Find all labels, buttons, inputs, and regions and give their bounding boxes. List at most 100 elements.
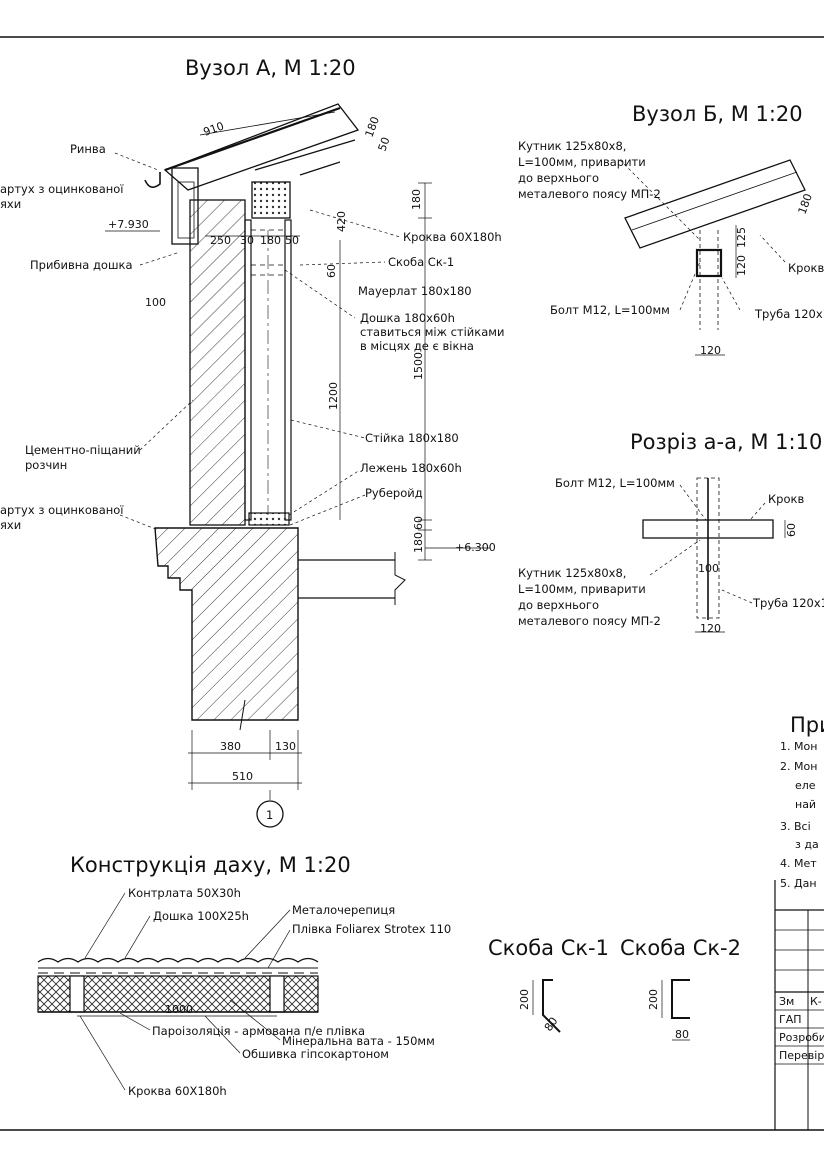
section-aa-drawing [642, 477, 786, 633]
dim-60-b: 60 [412, 516, 425, 530]
section-truba: Труба 120х12 [752, 596, 824, 610]
section-kutnyk-3: до верхнього [518, 598, 599, 612]
nodeb-truba: Труба 120х12 [754, 307, 824, 321]
mauerlat [251, 181, 291, 219]
node-a-drawing [105, 103, 490, 828]
section-dim-60: 60 [785, 523, 798, 537]
dim-420: 420 [335, 211, 348, 232]
dim-1200: 1200 [327, 382, 340, 410]
sk1-dim-h: 200 [518, 989, 531, 1010]
title-notes: Прим [790, 713, 824, 737]
title-sk2: Скоба Ск-2 [620, 936, 741, 960]
axis-marker [256, 800, 284, 828]
title-stamp [775, 909, 824, 1130]
roof-slope [163, 103, 360, 191]
label-krokva: Кроква 60Х180h [403, 230, 502, 244]
title-section-aa: Розріз а-а, М 1:10 [630, 430, 822, 454]
roof-paro: Пароізоляція - армована п/е плівка [152, 1024, 365, 1038]
dim-slope-180: 180 [363, 115, 382, 139]
title-node-a: Вузол А, М 1:20 [185, 56, 356, 80]
title-sk1: Скоба Ск-1 [488, 936, 609, 960]
label-fartukh-top: артух з оцинкованої [0, 182, 124, 196]
section-bolt: Болт М12, L=100мм [555, 476, 675, 490]
label-fartukh-bottom-b: яхи [0, 518, 21, 532]
nodeb-kutnyk-2: L=100мм, приварити [518, 155, 646, 169]
section-kutnyk-4: металевого поясу МП-2 [518, 614, 661, 628]
note-2: 2. Мон [780, 760, 817, 773]
section-kutnyk-1: Кутник 125х80х8, [518, 566, 626, 580]
title-node-b: Вузол Б, М 1:20 [632, 102, 803, 126]
node-b-drawing [619, 159, 806, 356]
label-lezhen: Лежень 180х60h [360, 461, 462, 475]
label-ruberoid: Руберойд [365, 486, 423, 500]
concrete-slab [154, 527, 299, 721]
label-doshka-2: ставиться між стійками [360, 325, 504, 339]
note-2b: еле [795, 779, 816, 792]
roof-tile-wave [37, 957, 319, 963]
sill-plate [248, 512, 290, 526]
dim-50: 50 [285, 234, 299, 247]
roof-krokva: Кроква 60Х180h [128, 1084, 227, 1098]
note-3b: з да [795, 838, 819, 851]
label-prybyvna: Прибивна дошка [30, 258, 133, 272]
label-doshka-1: Дошка 180х60h [360, 311, 455, 325]
label-cement-1: Цементно-піщаний [25, 443, 141, 457]
nodeb-kutnyk-4: металевого поясу МП-2 [518, 187, 661, 201]
sk1-shape [542, 979, 561, 1033]
roof-rafter-2 [269, 975, 285, 1013]
section-krokva: Крокв [768, 492, 804, 506]
roof-construction-drawing [37, 892, 319, 1091]
section-dim-100: 100 [698, 562, 719, 575]
nodeb-kutnyk-3: до верхнього [518, 171, 599, 185]
label-elev-bottom: +6.300 [455, 541, 496, 554]
nodeb-dim-120: 120 [700, 344, 721, 357]
nodeb-kutnyk-1: Кутник 125х80х8, [518, 139, 626, 153]
skoby-drawing [532, 979, 690, 1041]
nodeb-bolt: Болт М12, L=100мм [550, 303, 670, 317]
dim-30: 30 [240, 234, 254, 247]
dim-180: 180 [260, 234, 281, 247]
note-2c: най [795, 798, 816, 811]
stamp-gap: ГАП [779, 1013, 802, 1026]
label-stiyka: Стійка 180х180 [365, 431, 459, 445]
stamp-perevir: Перевірив [779, 1049, 824, 1062]
section-kutnyk-2: L=100мм, приварити [518, 582, 646, 596]
dim-180-v: 180 [410, 189, 423, 210]
nodeb-dim-120-v: 120 [735, 255, 748, 276]
dim-60: 60 [325, 264, 338, 278]
stamp-k: К- [810, 995, 822, 1008]
wall-cladding [189, 199, 246, 526]
label-fartukh-top-b: яхи [0, 197, 21, 211]
stamp-zm: Зм [779, 995, 794, 1008]
sk2-dim-h: 200 [647, 989, 660, 1010]
dim-slope-50: 50 [376, 135, 393, 153]
dim-130: 130 [275, 740, 296, 753]
label-doshka-3: в місцях де є вікна [360, 339, 474, 353]
roof-metal: Металочерепиця [292, 903, 395, 917]
label-rynva: Ринва [70, 142, 106, 156]
label-elev-top: +7.930 [108, 218, 149, 231]
nodeb-krokva: Крокв [788, 261, 824, 275]
label-mauerlat: Мауерлат 180х180 [358, 284, 472, 298]
label-cement-2: розчин [25, 458, 67, 472]
roof-vata: Мінеральна вата - 150мм [282, 1034, 435, 1048]
dim-100: 100 [145, 296, 166, 309]
label-skoba: Скоба Ск-1 [388, 255, 454, 269]
sk2-shape [671, 979, 690, 1019]
node-b-tube [695, 248, 723, 278]
node-b-rafter [624, 159, 806, 249]
gutter-icon [144, 172, 161, 188]
stamp-rozrob: Розробив [779, 1031, 824, 1044]
note-4: 4. Мет [780, 857, 817, 870]
nodeb-dim-180: 180 [796, 192, 815, 216]
nodeb-dim-125: 125 [735, 227, 748, 248]
roof-rafter-1 [69, 975, 85, 1013]
roof-kontrlata: Контрлата 50Х30h [128, 886, 241, 900]
sk2-dim-w: 80 [675, 1028, 689, 1041]
note-3: 3. Всі [780, 820, 811, 833]
roof-obshyvka: Обшивка гіпсокартоном [242, 1047, 389, 1061]
section-dim-120: 120 [700, 622, 721, 635]
dim-250: 250 [210, 234, 231, 247]
dim-1500: 1500 [412, 352, 425, 380]
